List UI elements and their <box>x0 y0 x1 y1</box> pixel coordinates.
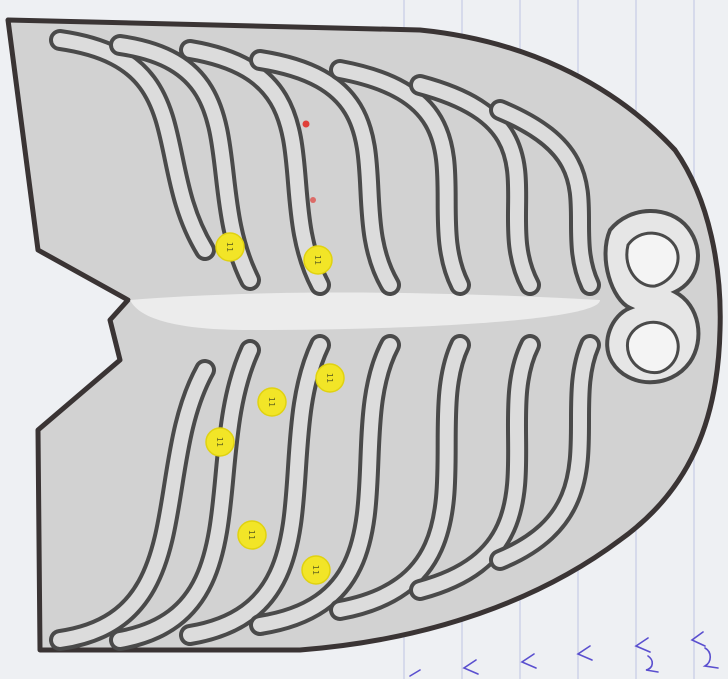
pen-mark <box>464 660 478 674</box>
pen-mark <box>410 670 420 676</box>
red-dot <box>303 121 310 128</box>
marker-label: 11 <box>225 242 234 252</box>
pen-mark <box>578 646 592 660</box>
yellow-marker: 11 <box>216 233 244 261</box>
pen-mark <box>646 656 658 672</box>
pen-mark <box>636 638 650 652</box>
yellow-marker: 11 <box>304 246 332 274</box>
yellow-marker: 11 <box>238 521 266 549</box>
red-dot <box>310 197 316 203</box>
yellow-marker: 11 <box>302 556 330 584</box>
marker-label: 11 <box>311 565 320 575</box>
margin-notes <box>410 632 718 676</box>
yellow-marker: 11 <box>206 428 234 456</box>
marker-label: 11 <box>215 437 224 447</box>
vertebra <box>606 211 699 382</box>
yellow-marker: 11 <box>316 364 344 392</box>
marker-label: 11 <box>247 530 256 540</box>
pen-mark <box>705 648 718 668</box>
pen-mark <box>522 654 536 668</box>
marker-label: 11 <box>313 255 322 265</box>
yellow-marker: 11 <box>258 388 286 416</box>
marker-label: 11 <box>325 373 334 383</box>
marker-label: 11 <box>267 397 276 407</box>
